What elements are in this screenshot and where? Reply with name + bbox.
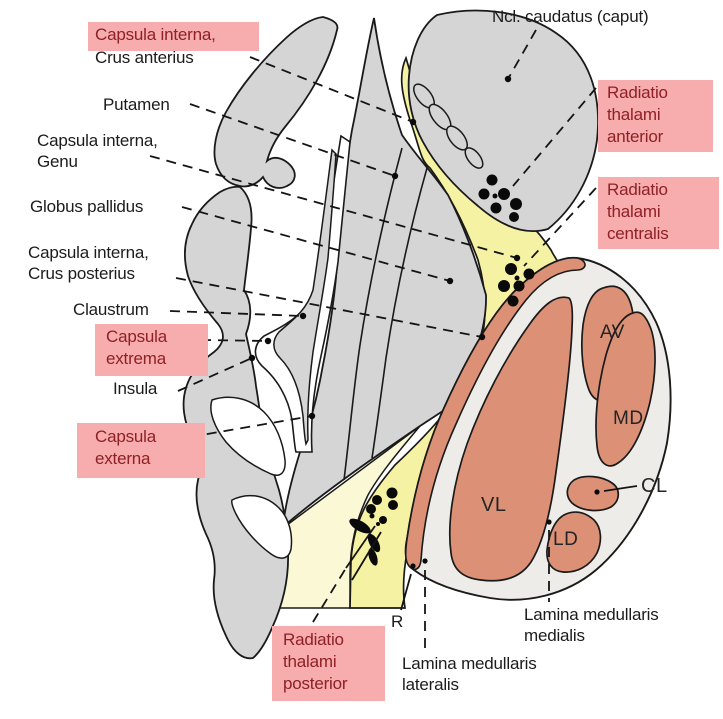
label-radiatio-centralis-line3: centralis xyxy=(607,224,669,243)
label-ci-posterius-line2: Crus posterius xyxy=(28,264,135,283)
leader-radiatio-centralis xyxy=(523,187,597,267)
radiatio-anterior-dots xyxy=(478,174,522,222)
leader-crus-posterius xyxy=(175,277,483,338)
highlight-capsula-extrema: Capsula extrema xyxy=(95,324,208,376)
label-capsula-externa-line2: externa xyxy=(95,449,151,468)
label-capsula-externa-line1: Capsula xyxy=(95,427,156,446)
label-ci-genu-line1: Capsula interna, xyxy=(37,131,158,150)
label-ci-posterius-line1: Capsula interna, xyxy=(28,243,149,262)
label-capsula-extrema-line1: Capsula xyxy=(106,327,167,346)
leader-capsula-extrema xyxy=(200,339,269,342)
label-ncl-caudatus: Ncl. caudatus (caput) xyxy=(492,7,649,26)
label-nucleus-av: AV xyxy=(600,322,625,343)
nucleus-md-shape xyxy=(595,311,656,467)
leader-radiatio-posterior xyxy=(312,567,347,623)
highlight-capsula-interna-anterius: Capsula interna, xyxy=(88,22,259,51)
highlight-radiatio-posterior: Radiatio thalami posterior xyxy=(272,626,385,701)
label-lamina-medialis-line2: medialis xyxy=(524,626,585,645)
label-radiatio-anterior-line2: thalami xyxy=(607,105,661,124)
label-insula: Insula xyxy=(113,379,158,398)
label-nucleus-md: MD xyxy=(613,408,644,429)
leader-radiatio-posterior-branch1 xyxy=(345,525,376,569)
leader-ncl-caudatus xyxy=(507,29,537,80)
label-ci-anterius-line2: Crus anterius xyxy=(95,48,194,67)
highlight-radiatio-anterior: Radiatio thalami anterior xyxy=(598,80,713,152)
pallidal-lamina-lines xyxy=(343,147,428,481)
highlight-capsula-externa: Capsula externa xyxy=(77,423,205,478)
label-radiatio-posterior-line1: Radiatio xyxy=(283,630,344,649)
nucleus-ld-shape xyxy=(546,511,602,573)
sulci-gaps xyxy=(210,396,293,559)
nucleus-cl-shape xyxy=(566,475,620,512)
nucleus-vl-shape xyxy=(448,296,574,582)
label-putamen: Putamen xyxy=(103,95,170,114)
label-lamina-lateralis-line2: lateralis xyxy=(402,675,459,694)
label-r-abbrev: R xyxy=(391,612,404,631)
leader-claustrum xyxy=(169,310,304,317)
highlight-radiatio-centralis: Radiatio thalami centralis xyxy=(598,177,719,249)
leader-genu xyxy=(149,155,518,259)
label-radiatio-centralis-line2: thalami xyxy=(607,202,661,221)
label-claustrum: Claustrum xyxy=(73,300,149,319)
label-globus-pallidus: Globus pallidus xyxy=(30,197,144,216)
cortex-upper-gyrus-shape xyxy=(213,16,339,189)
leader-lines xyxy=(149,29,597,650)
caudate-nucleus-shape xyxy=(407,9,599,233)
leader-radiatio-anterior xyxy=(512,87,597,187)
label-nucleus-cl: CL xyxy=(641,475,668,497)
claustrum-shape xyxy=(273,148,337,447)
label-lamina-medialis-line1: Lamina medullaris xyxy=(524,605,659,624)
leader-r xyxy=(400,573,412,611)
leader-radiatio-posterior-branch2 xyxy=(351,531,382,581)
leader-end-dots xyxy=(248,75,600,569)
label-nucleus-vl: VL xyxy=(481,494,507,516)
label-radiatio-centralis-line1: Radiatio xyxy=(607,180,668,199)
leader-cl xyxy=(603,485,638,492)
label-radiatio-posterior-line2: thalami xyxy=(283,652,337,671)
caudate-finger-bridges xyxy=(413,83,484,169)
leader-lines-solid xyxy=(345,485,638,611)
label-lamina-lateralis-line1: Lamina medullaris xyxy=(402,654,537,673)
leader-globus-pallidus xyxy=(181,206,451,282)
radiatio-centralis-dots xyxy=(498,263,535,307)
label-radiatio-posterior-line3: posterior xyxy=(283,674,348,693)
leader-crus-anterius xyxy=(249,56,414,123)
leader-putamen xyxy=(189,103,396,177)
label-radiatio-anterior-line3: anterior xyxy=(607,127,664,146)
label-ci-anterius-line1: Capsula interna, xyxy=(95,25,216,44)
label-capsula-extrema-line2: extrema xyxy=(106,349,167,368)
leader-insula xyxy=(177,357,253,392)
leader-capsula-externa xyxy=(189,415,313,438)
label-nucleus-ld: LD xyxy=(553,529,579,550)
label-radiatio-anterior-line1: Radiatio xyxy=(607,83,668,102)
thalamus-reticular-band-shape xyxy=(404,257,586,571)
label-ci-genu-line2: Genu xyxy=(37,152,78,171)
